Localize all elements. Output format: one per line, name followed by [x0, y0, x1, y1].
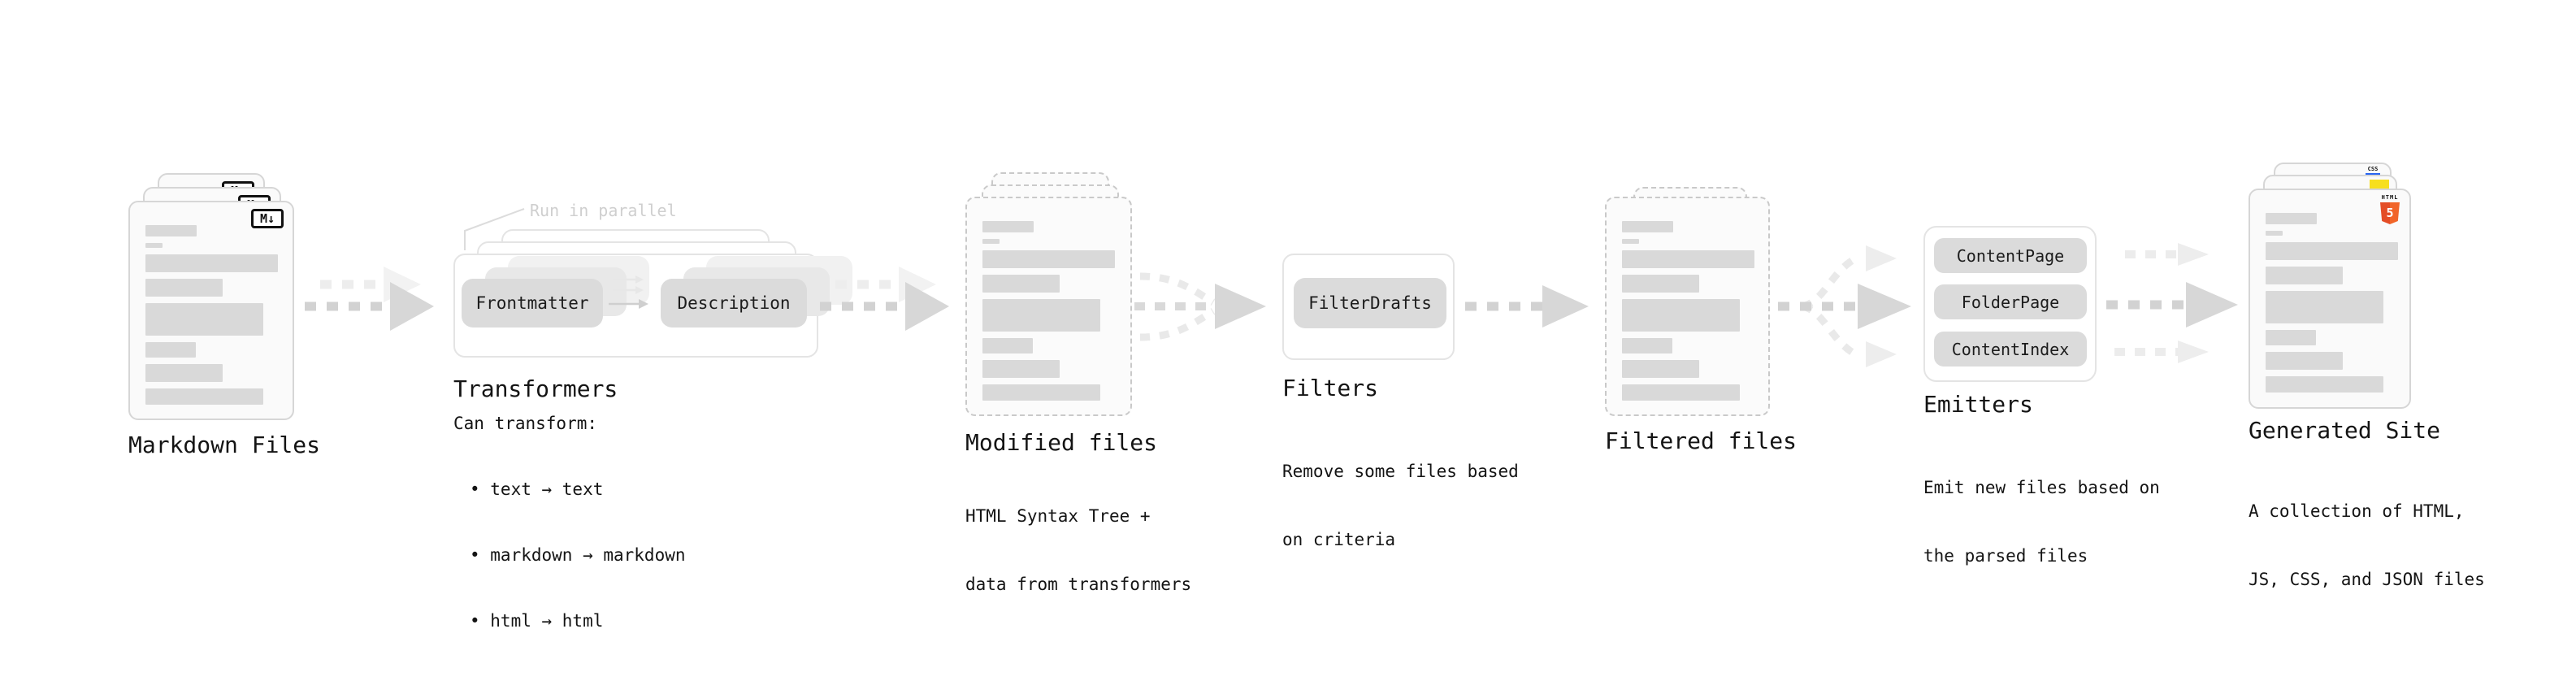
- caption-line: data from transformers: [965, 575, 1192, 594]
- html5-icon: HTML 5: [2379, 195, 2400, 224]
- filtered-files-title: Filtered files: [1605, 427, 1798, 454]
- run-in-parallel-callout-line: [464, 208, 525, 250]
- filterdrafts-chip: FilterDrafts: [1294, 278, 1446, 328]
- arrow-filters-to-filtered: [1465, 285, 1589, 327]
- transformers-bullet: • text → text: [470, 479, 604, 499]
- modified-files-caption: HTML Syntax Tree + data from transformer…: [965, 459, 1191, 641]
- caption-line: A collection of HTML,: [2249, 501, 2465, 521]
- caption-line: Emit new files based on: [1923, 478, 2160, 497]
- markdown-files-title: Markdown Files: [128, 432, 321, 458]
- filters-title: Filters: [1282, 375, 1379, 401]
- folderpage-chip: FolderPage: [1934, 284, 2087, 319]
- transformers-bullet: • markdown → markdown: [470, 545, 686, 565]
- document-skeleton-bars: [2266, 213, 2398, 399]
- html5-number: 5: [2386, 206, 2394, 220]
- generated-document-html: HTML 5: [2249, 189, 2411, 409]
- caption-line: Remove some files based: [1282, 462, 1519, 481]
- contentpage-chip: ContentPage: [1934, 238, 2087, 273]
- run-in-parallel-label: Run in parallel: [530, 201, 677, 220]
- caption-line: HTML Syntax Tree +: [965, 506, 1151, 526]
- transformers-bullet-list: • text → text • markdown → markdown • ht…: [460, 435, 686, 676]
- modified-document-front: [965, 197, 1132, 416]
- modified-files-title: Modified files: [965, 429, 1158, 456]
- document-skeleton-bars: [145, 225, 278, 411]
- contentindex-chip: ContentIndex: [1934, 332, 2087, 367]
- transformers-title: Transformers: [453, 375, 618, 402]
- html5-shield: 5: [2380, 202, 2400, 224]
- transformers-bullet: • html → html: [470, 611, 604, 631]
- markdown-icon: M↓: [251, 209, 284, 228]
- markdown-document-front: M↓: [128, 201, 294, 420]
- emitters-title: Emitters: [1923, 391, 2033, 418]
- emitters-caption: Emit new files based on the parsed files: [1923, 431, 2160, 613]
- arrow-filtered-to-emitters: [1778, 245, 1911, 367]
- css-icon-label: CSS: [2367, 166, 2379, 172]
- frontmatter-chip: Frontmatter: [462, 279, 603, 327]
- arrow-modified-to-filters: [1134, 272, 1266, 341]
- document-skeleton-bars: [1622, 221, 1754, 407]
- filtered-document-front: [1605, 197, 1770, 416]
- caption-line: the parsed files: [1923, 546, 2088, 566]
- arrow-transformers-to-modified: [820, 267, 949, 331]
- transformers-caption: Can transform:: [453, 414, 598, 433]
- generated-site-title: Generated Site: [2249, 417, 2441, 444]
- html5-icon-label: HTML: [2381, 194, 2399, 201]
- document-skeleton-bars: [982, 221, 1115, 407]
- description-chip: Description: [661, 279, 807, 327]
- parallel-mini-arrows: [609, 275, 648, 309]
- arrow-emitters-to-generated: [2106, 243, 2238, 363]
- generated-site-caption: A collection of HTML, JS, CSS, and JSON …: [2249, 454, 2485, 636]
- filters-caption: Remove some files based on criteria: [1282, 414, 1519, 596]
- caption-line: JS, CSS, and JSON files: [2249, 570, 2485, 589]
- caption-line: on criteria: [1282, 530, 1396, 549]
- markdown-icon-label: M↓: [259, 211, 275, 226]
- arrow-markdown-to-transformers: [305, 267, 434, 331]
